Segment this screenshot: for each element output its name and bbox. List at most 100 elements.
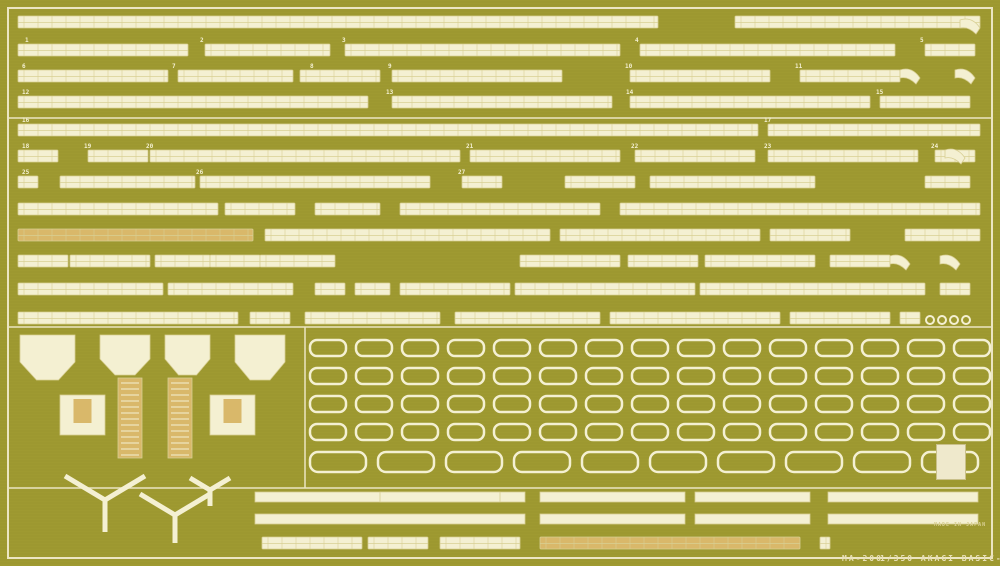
railing-part [204, 43, 331, 57]
long-strip [254, 513, 526, 525]
railing-part [924, 175, 971, 189]
railing-part [17, 202, 219, 216]
railing-part [69, 254, 151, 268]
boat-rail-part [952, 422, 992, 442]
railing-part [734, 15, 981, 29]
bracket-part [164, 334, 211, 376]
boat-rail-part [722, 366, 762, 386]
boat-rail-part [722, 394, 762, 414]
boat-rail-part [860, 366, 900, 386]
railing-part [209, 254, 261, 268]
boat-rail-part [860, 338, 900, 358]
boat-rail-part [952, 366, 992, 386]
maker-logo-box [936, 444, 966, 480]
part-number-label: 11 [795, 63, 803, 70]
ring-part [937, 315, 947, 325]
part-number-label: 2 [200, 37, 204, 44]
railing-part [399, 282, 511, 296]
boat-rail-part [676, 338, 716, 358]
railing-part [87, 149, 149, 163]
railing-part [17, 228, 254, 242]
bracket-part [234, 334, 286, 381]
boat-rail-part [400, 422, 440, 442]
boat-rail-part [584, 366, 624, 386]
boat-rail-part [768, 366, 808, 386]
boat-rail-part [784, 450, 844, 474]
boat-rail-part [492, 422, 532, 442]
part-number-label: 5 [920, 37, 924, 44]
railing-part [354, 282, 391, 296]
part-number-label: 25 [22, 169, 30, 176]
railing-part [367, 536, 429, 550]
railing-part [699, 282, 926, 296]
long-strip [539, 513, 686, 525]
fret-frame [7, 7, 993, 559]
part-number-label: 16 [22, 117, 30, 124]
part-number-label: 26 [196, 169, 204, 176]
part-number-label: 27 [458, 169, 466, 176]
curved-part [939, 254, 961, 271]
sheet-title: 1/350 AKAGI BASIC-A [880, 554, 1000, 563]
railing-part [199, 175, 431, 189]
boat-rail-part [400, 394, 440, 414]
boat-rail-part [648, 450, 708, 474]
part-number-label: 13 [386, 89, 394, 96]
boat-rail-part [952, 394, 992, 414]
boat-rail-part [400, 366, 440, 386]
part-number-label: 10 [625, 63, 633, 70]
boat-rail-part [860, 422, 900, 442]
railing-part [619, 202, 981, 216]
boat-rail-part [716, 450, 776, 474]
boat-rail-part [446, 338, 486, 358]
boat-rail-part [722, 422, 762, 442]
boat-rail-part [446, 422, 486, 442]
railing-part [391, 95, 613, 109]
boat-rail-part [630, 366, 670, 386]
railing-part [767, 123, 981, 137]
railing-part [167, 282, 294, 296]
panel-detail [73, 399, 92, 423]
railing-part [439, 536, 521, 550]
railing-part [17, 282, 164, 296]
part-number-label: 14 [626, 89, 634, 96]
railing-part [177, 69, 294, 83]
railing-part [799, 69, 901, 83]
origin-text: MADE IN JAPAN [934, 522, 987, 528]
curved-part [899, 68, 921, 85]
bracket-part [19, 334, 76, 381]
railing-part [629, 95, 871, 109]
boat-rail-part [814, 394, 854, 414]
railing-part [314, 282, 346, 296]
part-number-label: 17 [764, 117, 772, 124]
part-number-label: 8 [310, 63, 314, 70]
railing-part [829, 254, 891, 268]
railing-part [609, 311, 781, 325]
railing-part [314, 202, 381, 216]
curved-part [959, 18, 981, 35]
long-strip [827, 513, 979, 525]
railing-part [879, 95, 971, 109]
boat-rail-part [630, 422, 670, 442]
railing-part [704, 254, 816, 268]
boat-rail-part [492, 366, 532, 386]
boat-rail-part [538, 338, 578, 358]
railing-part [629, 69, 771, 83]
boat-rail-part [906, 422, 946, 442]
boat-rail-part [630, 394, 670, 414]
long-strip [379, 491, 501, 503]
railing-part [17, 15, 659, 29]
boat-rail-part [580, 450, 640, 474]
boat-rail-part [444, 450, 504, 474]
railing-part [399, 202, 601, 216]
boat-rail-part [906, 338, 946, 358]
boat-rail-part [354, 338, 394, 358]
ladder-part [117, 377, 143, 459]
railing-part [17, 43, 189, 57]
boat-rail-part [722, 338, 762, 358]
railing-part [299, 69, 381, 83]
ring-part [961, 315, 971, 325]
part-number-label: 4 [635, 37, 639, 44]
part-number-label: 23 [764, 143, 772, 150]
railing-part [649, 175, 816, 189]
